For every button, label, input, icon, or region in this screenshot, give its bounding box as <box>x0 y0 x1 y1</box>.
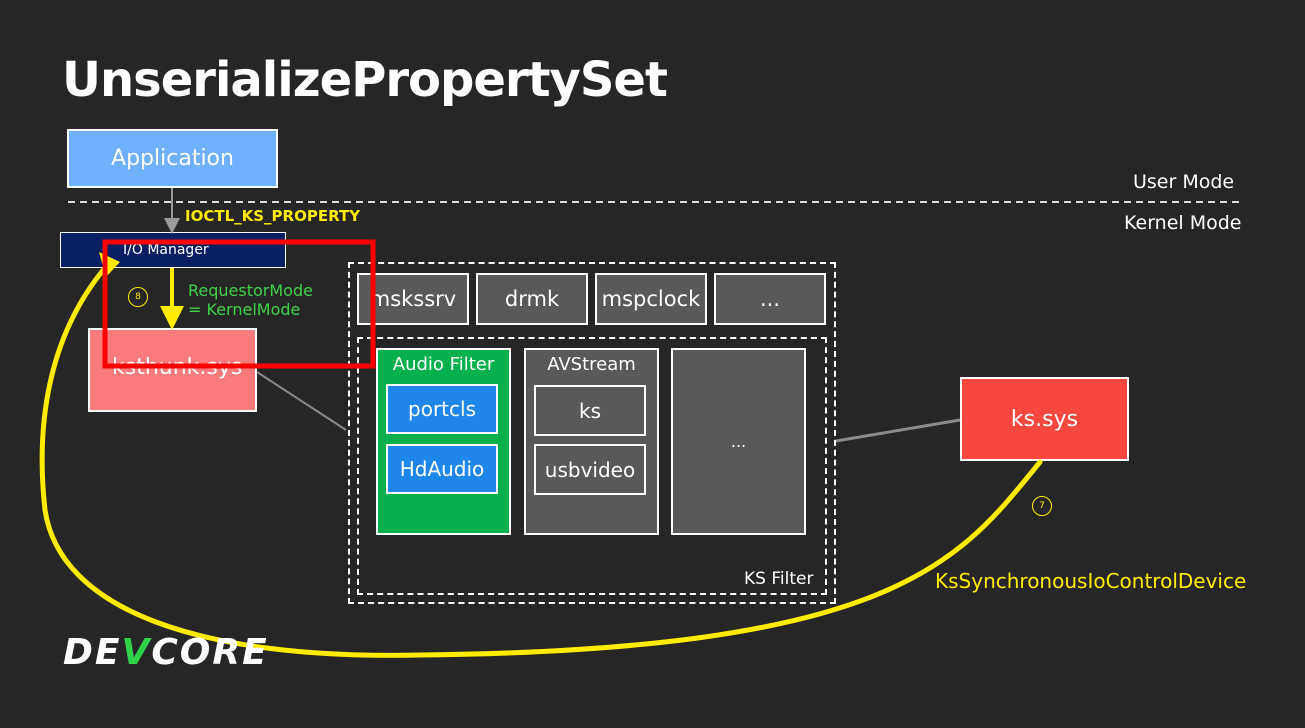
ks-filter-dashed-group <box>357 337 827 595</box>
avstream-item-usbvideo: usbvideo <box>534 444 646 495</box>
other-filter-box: ... <box>671 348 806 535</box>
logo-check-mark: V <box>121 632 152 673</box>
highlight-rectangle <box>102 239 376 369</box>
ksthunk-box: ksthunk.sys <box>88 328 257 412</box>
avstream-item-ks: ks <box>534 385 646 436</box>
kernel-mode-label: Kernel Mode <box>1124 212 1242 234</box>
top-box-mspclock: mspclock <box>595 273 707 325</box>
logo-right-text: CORE <box>151 632 269 673</box>
slide-title: UnserializePropertySet <box>62 52 668 108</box>
ks-sync-io-label: KsSynchronousIoControlDevice <box>935 569 1247 593</box>
kssys-box: ks.sys <box>960 377 1129 461</box>
top-box-drmk: drmk <box>476 273 588 325</box>
ioctl-label: IOCTL_KS_PROPERTY <box>185 207 361 225</box>
ksthunk-to-ks-group-connector <box>256 371 347 431</box>
avstream-filter-box: AVStream <box>524 348 659 535</box>
step-8-badge: 8 <box>128 287 148 307</box>
top-box-mskssrv: mskssrv <box>357 273 469 325</box>
top-box-more: ... <box>714 273 826 325</box>
audio-filter-title: Audio Filter <box>392 354 495 375</box>
application-box: Application <box>67 129 278 188</box>
devcore-logo: DEVCORE <box>63 632 269 673</box>
audio-item-portcls: portcls <box>386 384 498 434</box>
io-manager-box: I/O Manager <box>60 232 286 268</box>
audio-filter-box: Audio Filter <box>376 348 511 535</box>
requestor-mode-line1: RequestorMode <box>188 281 313 300</box>
ks-filter-label: KS Filter <box>744 569 814 589</box>
user-mode-label: User Mode <box>1133 171 1235 193</box>
return-curve-arrow <box>39 259 1043 658</box>
logo-left-text: DE <box>63 632 122 673</box>
ks-outer-dashed-group <box>348 262 836 604</box>
step-7-badge: 7 <box>1032 496 1052 516</box>
requestor-mode-line2: = KernelMode <box>188 300 301 319</box>
ks-group-to-kssys-connector <box>835 418 961 443</box>
avstream-filter-title: AVStream <box>547 354 636 375</box>
audio-item-hdaudio: HdAudio <box>386 444 498 494</box>
